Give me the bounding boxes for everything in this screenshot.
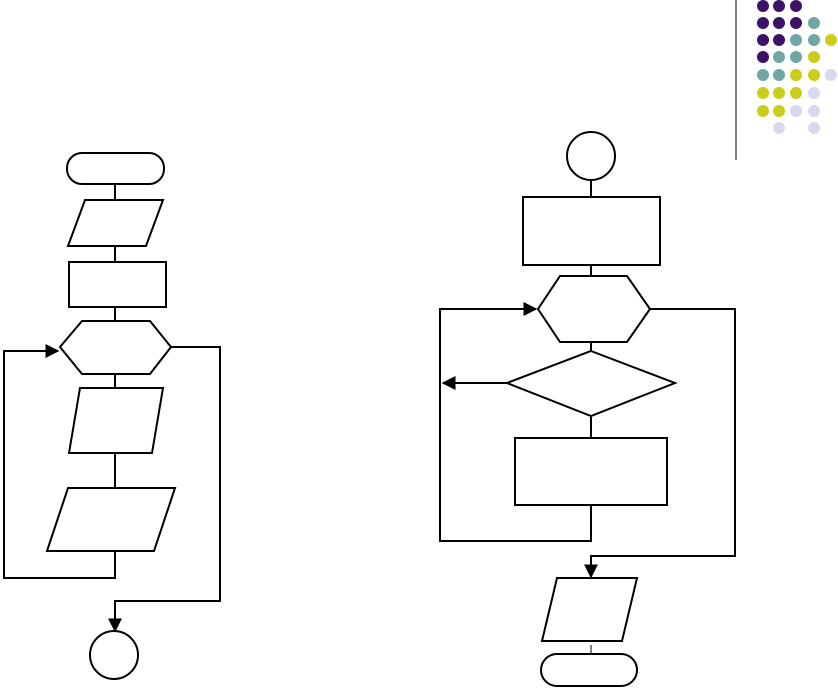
decor-dot bbox=[790, 17, 802, 29]
right-process-box bbox=[522, 196, 661, 266]
left-io-parallelogram bbox=[67, 387, 165, 454]
decor-dot bbox=[773, 51, 785, 63]
left-output-parallelogram bbox=[45, 487, 177, 552]
decor-dot bbox=[808, 51, 820, 63]
decor-dot bbox=[757, 0, 769, 12]
decor-dot bbox=[808, 34, 820, 46]
right-output-parallelogram bbox=[540, 577, 639, 642]
right-loop-hexagon bbox=[536, 275, 652, 343]
decor-dot bbox=[808, 87, 820, 99]
decor-dot-grid bbox=[757, 0, 837, 134]
left-loop-back-line bbox=[3, 344, 116, 579]
decor-dot bbox=[773, 122, 785, 134]
decor-dot bbox=[773, 34, 785, 46]
decor-dot bbox=[808, 105, 820, 117]
decor-dot bbox=[825, 69, 837, 81]
right-end-terminator bbox=[540, 653, 638, 687]
decor-dot bbox=[773, 0, 785, 12]
decor-dot bbox=[773, 69, 785, 81]
decor-dot bbox=[757, 17, 769, 29]
decor-dot bbox=[773, 87, 785, 99]
decor-dot bbox=[790, 105, 802, 117]
decor-dot bbox=[773, 17, 785, 29]
decor-dot bbox=[825, 34, 837, 46]
decor-dot bbox=[790, 87, 802, 99]
left-end-connector bbox=[89, 630, 139, 680]
decor-dot bbox=[790, 69, 802, 81]
decor-dot bbox=[808, 17, 820, 29]
right-start-connector bbox=[566, 131, 616, 181]
decor-dot bbox=[790, 51, 802, 63]
decor-dot bbox=[808, 69, 820, 81]
left-loop-hexagon bbox=[58, 320, 173, 375]
left-process-box bbox=[68, 261, 167, 308]
flowchart-right bbox=[439, 131, 736, 687]
flowchart-left bbox=[3, 152, 221, 680]
decor-dot bbox=[757, 87, 769, 99]
decor-dot bbox=[808, 122, 820, 134]
decor-dot bbox=[757, 69, 769, 81]
decor-dot bbox=[757, 51, 769, 63]
right-inner-process-box bbox=[514, 437, 668, 506]
decor-dot bbox=[757, 105, 769, 117]
right-exit-line bbox=[584, 308, 736, 579]
decor-dot bbox=[790, 0, 802, 12]
left-start-terminator bbox=[66, 152, 165, 185]
decor-dot bbox=[790, 34, 802, 46]
decor-dot bbox=[757, 34, 769, 46]
left-input-parallelogram bbox=[66, 199, 165, 247]
right-decision-diamond bbox=[504, 349, 678, 418]
left-exit-line bbox=[108, 346, 221, 633]
right-loop-back-line bbox=[439, 302, 592, 542]
decor-dot bbox=[773, 105, 785, 117]
